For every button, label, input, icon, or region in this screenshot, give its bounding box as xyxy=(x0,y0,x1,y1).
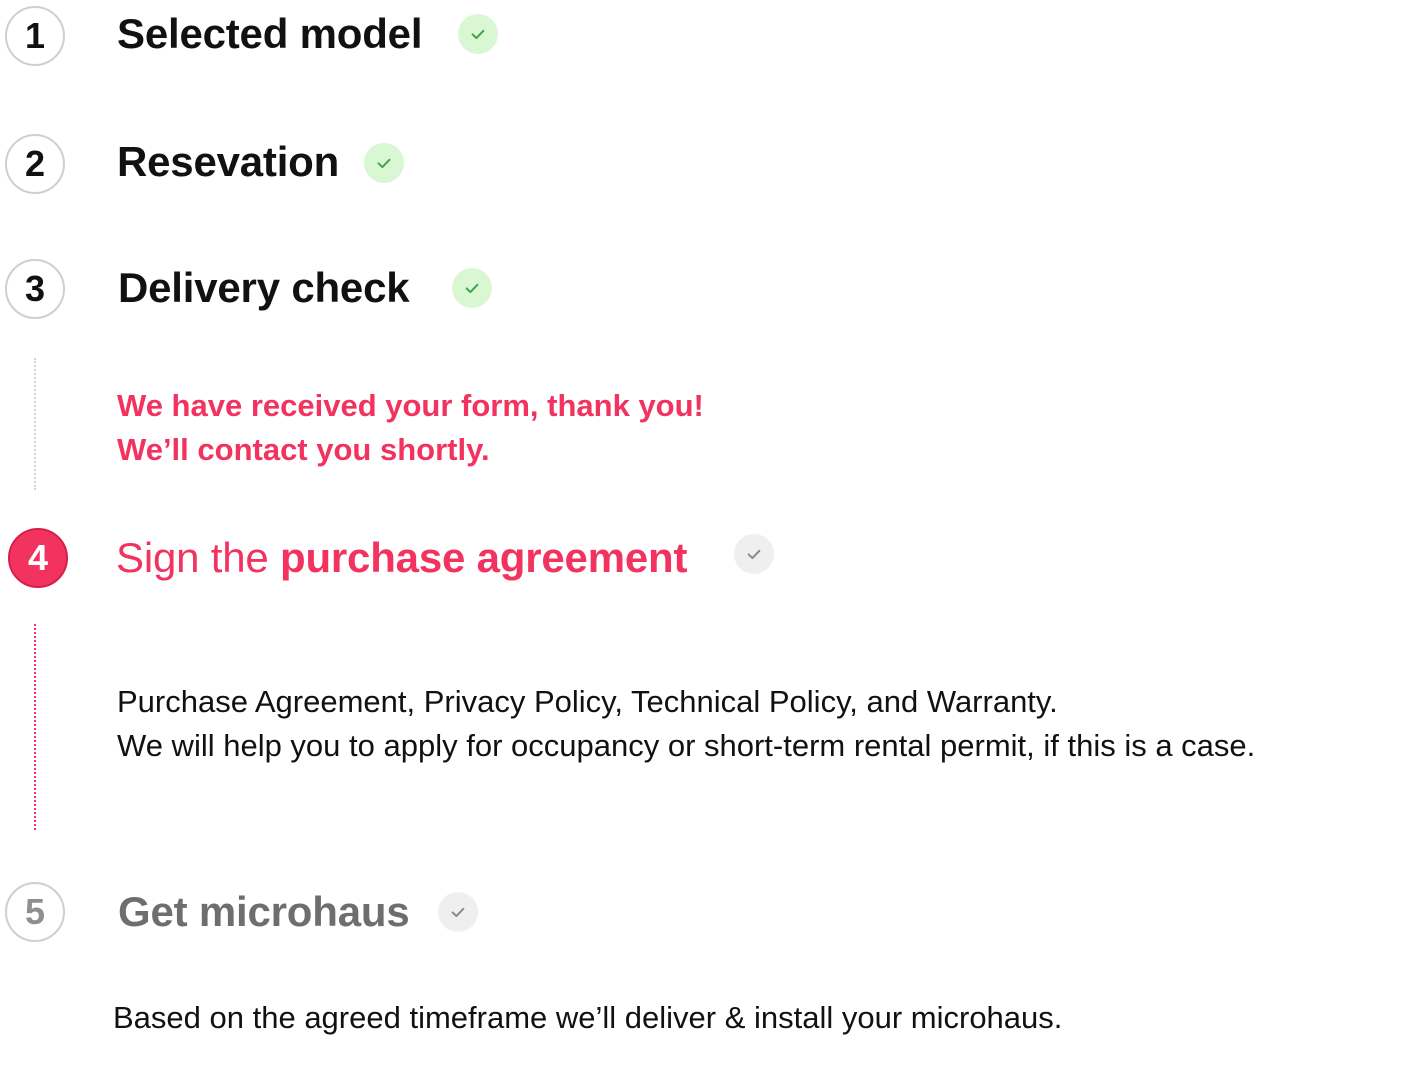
step-4-number: 4 xyxy=(8,528,68,588)
step-4-check-icon xyxy=(734,534,774,574)
step-1-number: 1 xyxy=(5,6,65,66)
step-4-description-line-1: Purchase Agreement, Privacy Policy, Tech… xyxy=(117,684,1058,719)
step-2-number: 2 xyxy=(5,134,65,194)
step-3-notice: We have received your form, thank you! W… xyxy=(117,384,704,472)
step-4-number-text: 4 xyxy=(27,537,49,578)
step-3-connector-line xyxy=(34,358,36,490)
step-1-title: Selected model xyxy=(117,10,423,57)
step-4-title-regular: Sign the xyxy=(116,534,280,581)
step-3-notice-line-1: We have received your form, thank you! xyxy=(117,388,704,423)
step-4-connector-line xyxy=(34,624,36,830)
step-3-number: 3 xyxy=(5,259,65,319)
step-4-title: Sign the purchase agreement xyxy=(116,537,687,579)
step-2-number-text: 2 xyxy=(24,143,46,184)
step-2-check-icon xyxy=(364,143,404,183)
step-4-description: Purchase Agreement, Privacy Policy, Tech… xyxy=(117,680,1255,768)
step-3-notice-line-2: We’ll contact you shortly. xyxy=(117,432,490,467)
step-3-number-text: 3 xyxy=(24,268,46,309)
step-5-number-text: 5 xyxy=(24,891,46,932)
step-2-title: Resevation xyxy=(117,138,340,185)
step-4-description-line-2: We will help you to apply for occupancy … xyxy=(117,728,1256,763)
step-1-number-text: 1 xyxy=(24,15,46,56)
step-5-description: Based on the agreed timeframe we’ll deli… xyxy=(113,996,1062,1040)
step-5-description-line-1: Based on the agreed timeframe we’ll deli… xyxy=(113,1000,1063,1035)
step-4-title-bold[interactable]: purchase agreement xyxy=(280,534,688,581)
step-5-title: Get microhaus xyxy=(118,888,410,935)
step-5-check-icon xyxy=(438,892,478,932)
step-1-check-icon xyxy=(458,14,498,54)
step-3-check-icon xyxy=(452,268,492,308)
step-5-number: 5 xyxy=(5,882,65,942)
step-3-title: Delivery check xyxy=(118,264,410,311)
